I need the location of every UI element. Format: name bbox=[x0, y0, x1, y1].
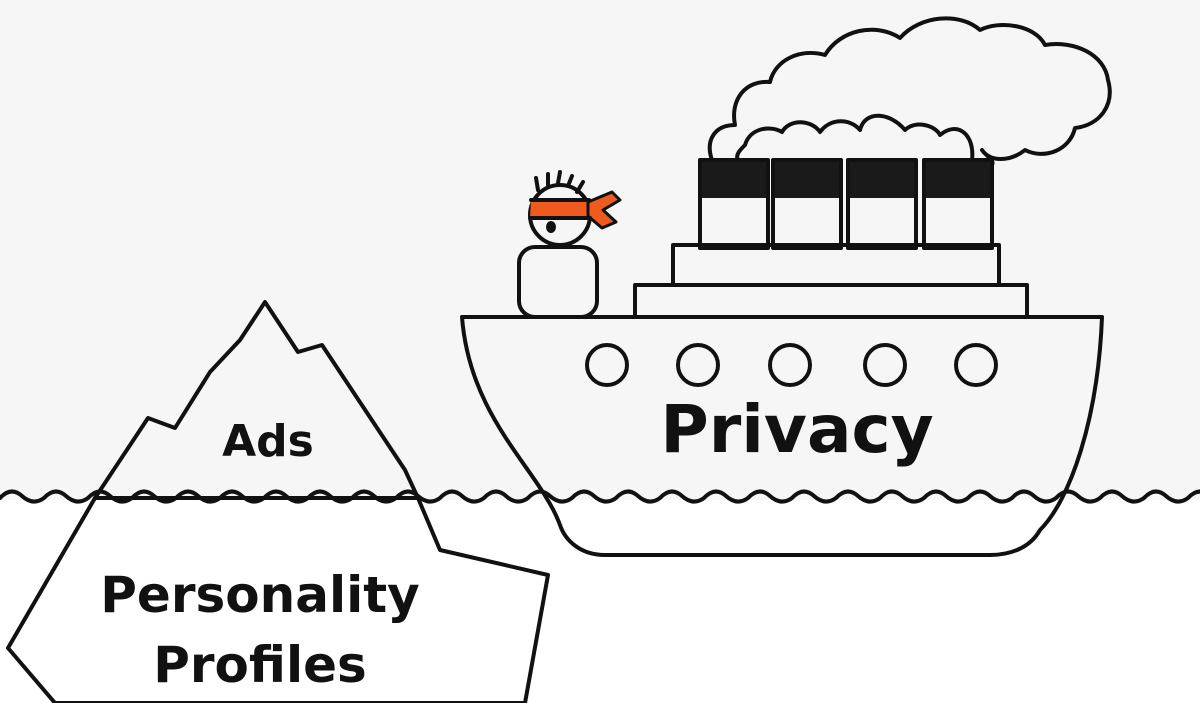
ship-hull bbox=[460, 315, 1104, 557]
smokestack-3-band bbox=[850, 162, 914, 198]
ninja-mascot-icon bbox=[517, 170, 622, 319]
ship-hull-label: Privacy bbox=[660, 391, 933, 468]
smokestack-4-band bbox=[926, 162, 990, 198]
iceberg-under-label-line1: Personality bbox=[100, 566, 419, 624]
bandana-outline bbox=[528, 198, 592, 220]
portholes bbox=[585, 343, 998, 387]
water-waves bbox=[0, 489, 1200, 504]
smoke-cloud-icon bbox=[707, 16, 1112, 167]
iceberg-underwater-shape bbox=[6, 496, 550, 703]
smokestacks bbox=[698, 158, 994, 250]
porthole-icon bbox=[863, 343, 907, 387]
iceberg-icon bbox=[6, 300, 550, 703]
mascot-eye bbox=[546, 221, 556, 233]
smokestack-1 bbox=[698, 158, 770, 250]
steamship-icon bbox=[460, 16, 1112, 557]
smokestack-2 bbox=[771, 158, 843, 250]
smokestack-2-band bbox=[775, 162, 839, 198]
smokestack-4 bbox=[922, 158, 994, 250]
iceberg-tip-shape bbox=[93, 300, 420, 500]
smokestack-1-band bbox=[702, 162, 766, 198]
smokestack-3 bbox=[846, 158, 918, 250]
iceberg-tip-label: Ads bbox=[222, 416, 314, 467]
water-background bbox=[0, 500, 1200, 703]
porthole-icon bbox=[585, 343, 629, 387]
porthole-icon bbox=[768, 343, 812, 387]
iceberg-under-label-line2: Profiles bbox=[153, 636, 367, 694]
bandana-icon bbox=[530, 200, 590, 218]
porthole-icon bbox=[676, 343, 720, 387]
porthole-icon bbox=[954, 343, 998, 387]
mascot-body bbox=[517, 245, 599, 319]
mascot-hair bbox=[534, 170, 585, 194]
sky-background bbox=[0, 0, 1200, 505]
